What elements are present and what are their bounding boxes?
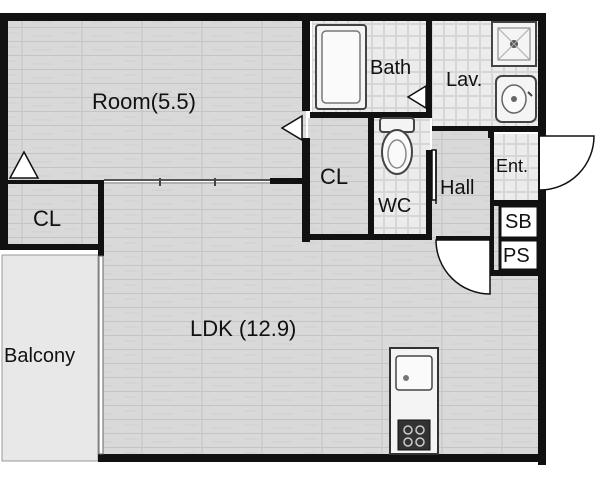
bathtub-icon xyxy=(315,24,367,110)
ps-box xyxy=(498,238,540,272)
balcony-window xyxy=(98,255,104,455)
cl-center-label: CL xyxy=(320,164,349,189)
cl-center-floor xyxy=(308,118,370,236)
walls xyxy=(0,13,546,465)
washbasin-icon xyxy=(495,75,537,123)
lav-label: Lav. xyxy=(446,69,483,91)
balcony-label: Balcony xyxy=(4,345,76,367)
ps-label: PS xyxy=(503,245,530,267)
room-label: Room(5.5) xyxy=(92,89,196,114)
entry-arrow-icon xyxy=(8,150,40,179)
door-swing-icon xyxy=(431,135,595,295)
toilet-icon xyxy=(379,117,415,175)
sb-label: SB xyxy=(505,211,532,233)
bath-label: Bath xyxy=(370,57,412,79)
kitchen-sink-icon xyxy=(395,355,433,391)
cl-left-floor xyxy=(8,182,101,246)
entry-arrow-icon xyxy=(280,114,303,142)
ldk-label: LDK (12.9) xyxy=(190,316,297,341)
stove-icon xyxy=(397,419,431,451)
balcony-floor xyxy=(1,254,99,462)
ent-floor xyxy=(492,134,540,200)
sb-box xyxy=(498,204,540,240)
hall-label: Hall xyxy=(440,177,475,199)
entry-arrow-icon xyxy=(406,84,427,110)
cl-left-label: CL xyxy=(33,206,62,231)
hall-floor xyxy=(432,130,490,238)
washing-machine-icon xyxy=(491,21,537,67)
room-floor xyxy=(8,20,306,180)
wc-label: WC xyxy=(378,195,412,217)
ent-label: Ent. xyxy=(496,156,529,176)
